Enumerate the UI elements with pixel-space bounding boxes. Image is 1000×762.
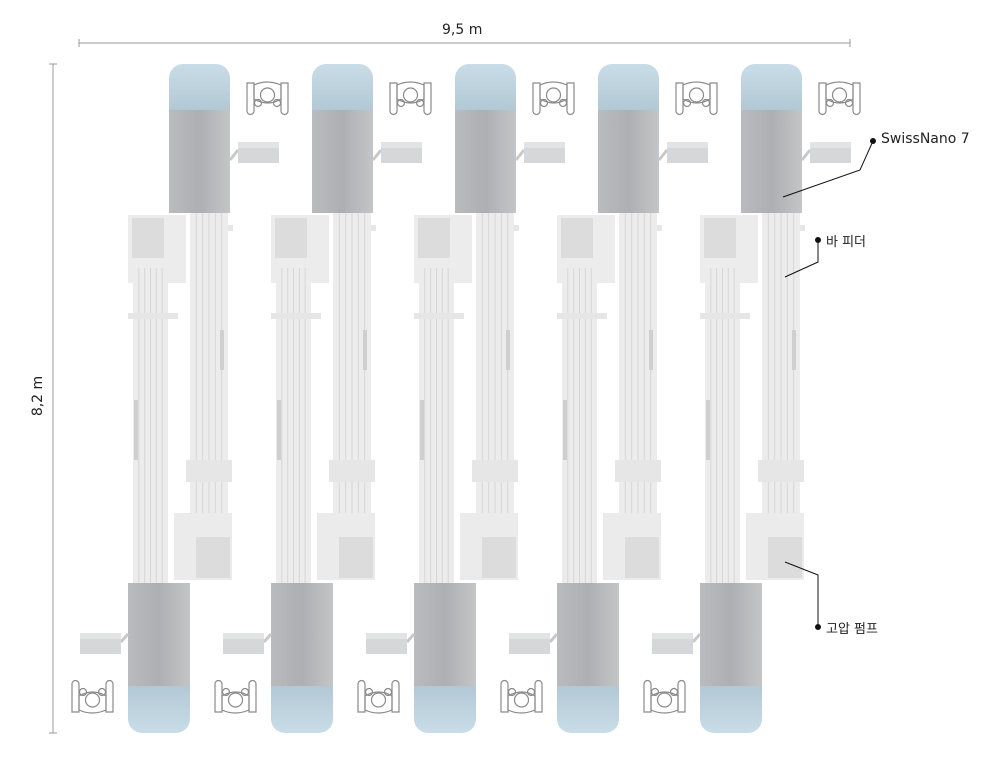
operator-icon bbox=[389, 81, 432, 116]
bar-feeder-leader-line bbox=[784, 237, 821, 278]
production-module bbox=[643, 64, 861, 733]
production-module bbox=[214, 64, 432, 733]
operator-icon bbox=[532, 81, 575, 116]
high-pressure-pump bbox=[746, 513, 804, 580]
bar-feeder-label: 바 피더 bbox=[826, 235, 867, 250]
machine-window bbox=[598, 64, 659, 110]
bar-feeder bbox=[700, 213, 805, 583]
high-pressure-pump bbox=[317, 513, 375, 580]
operator-icon bbox=[675, 81, 718, 116]
production-module bbox=[357, 64, 575, 733]
swissnano-machine bbox=[741, 64, 851, 213]
operator-icon bbox=[214, 679, 257, 714]
bar-feeder bbox=[557, 213, 662, 583]
machine-leader-line bbox=[782, 138, 876, 198]
swissnano-machine bbox=[598, 64, 708, 213]
swissnano-machine bbox=[509, 583, 619, 733]
operator-icon bbox=[246, 81, 289, 116]
machine-window bbox=[455, 64, 516, 110]
bar-feeder bbox=[414, 213, 519, 583]
machine-label: SwissNano 7 bbox=[881, 131, 970, 147]
width-label: 9,5 m bbox=[442, 22, 483, 38]
pump-label: 고압 펌프 bbox=[826, 622, 878, 637]
machine-window bbox=[414, 686, 476, 733]
height-label: 8,2 m bbox=[30, 375, 47, 417]
production-module bbox=[500, 64, 718, 733]
machine-window bbox=[700, 686, 762, 733]
bar-feeder bbox=[271, 213, 376, 583]
swissnano-machine bbox=[169, 64, 279, 213]
swissnano-machine bbox=[312, 64, 422, 213]
bar-feeder bbox=[128, 213, 233, 583]
swissnano-machine bbox=[366, 583, 476, 733]
operator-icon bbox=[500, 679, 543, 714]
machine-window bbox=[557, 686, 619, 733]
production-module bbox=[71, 64, 289, 733]
swissnano-machine bbox=[223, 583, 333, 733]
machine-window bbox=[128, 686, 190, 733]
high-pressure-pump bbox=[603, 513, 661, 580]
high-pressure-pump bbox=[460, 513, 518, 580]
operator-icon bbox=[643, 679, 686, 714]
swissnano-machine bbox=[80, 583, 190, 733]
pump-leader-line bbox=[784, 561, 821, 630]
swissnano-machine bbox=[652, 583, 762, 733]
machine-window bbox=[271, 686, 333, 733]
machine-window bbox=[312, 64, 373, 110]
machine-window bbox=[169, 64, 230, 110]
swissnano-machine bbox=[455, 64, 565, 213]
width-dimension-line bbox=[78, 39, 851, 47]
height-dimension-line bbox=[49, 63, 57, 734]
operator-icon bbox=[71, 679, 114, 714]
high-pressure-pump bbox=[174, 513, 232, 580]
operator-icon bbox=[818, 81, 861, 116]
machine-window bbox=[741, 64, 802, 110]
operator-icon bbox=[357, 679, 400, 714]
